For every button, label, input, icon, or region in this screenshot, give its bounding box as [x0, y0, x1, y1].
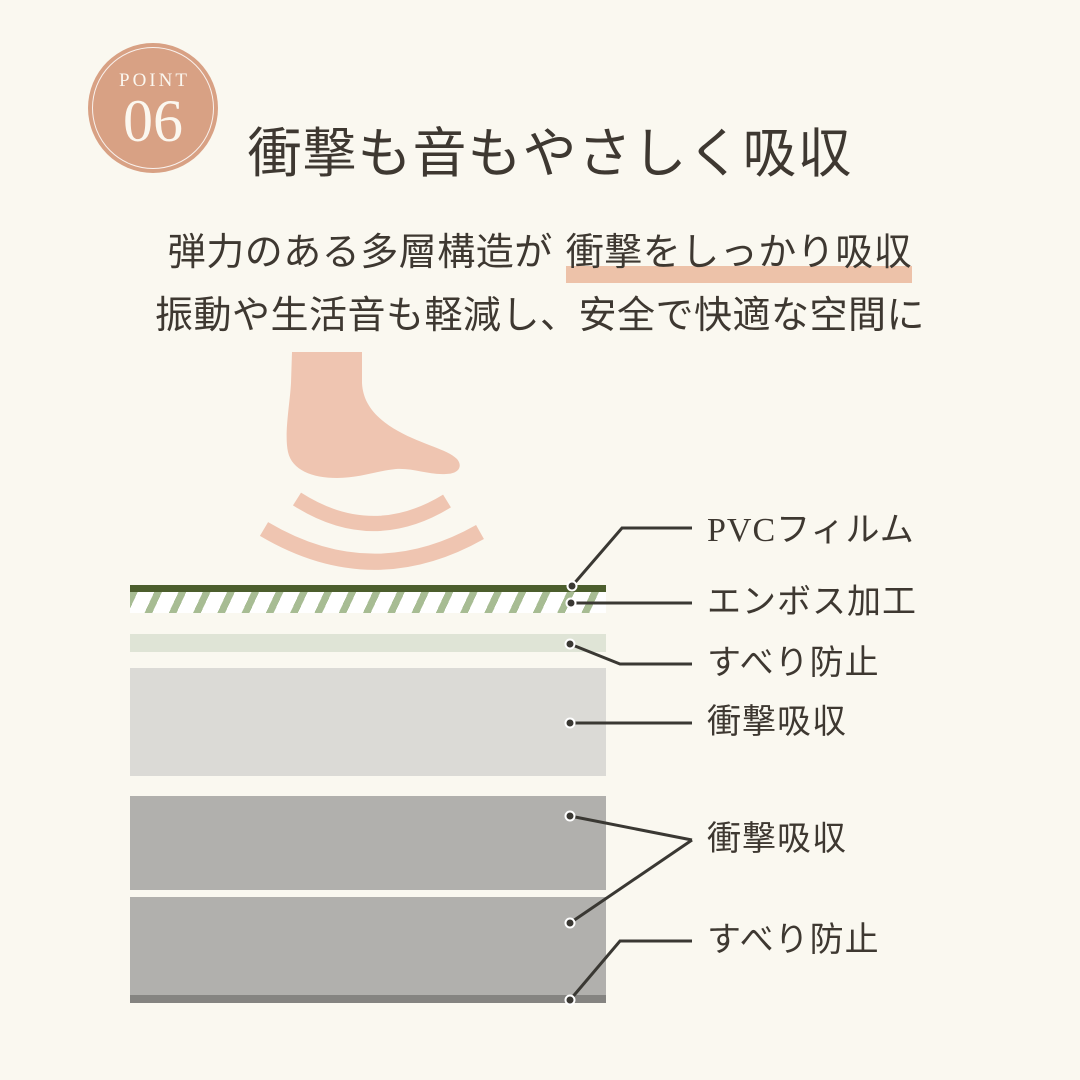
- label-anti-slip-bottom: すべり防止: [707, 922, 880, 959]
- label-pvc-film: PVCフィルム: [707, 512, 915, 549]
- subtitle-line-2: 振動や生活音も軽減し、安全で快適な空間に: [154, 295, 925, 337]
- label-shock-absorb-1: 衝撃吸収: [707, 704, 847, 741]
- label-emboss: エンボス加工: [707, 584, 917, 621]
- foot-shape: [286, 352, 460, 478]
- subtitle-line1-plain: 弾力のある多層構造が: [167, 232, 553, 274]
- layer-shock-absorb-3: [130, 897, 606, 995]
- label-shock-absorb-2: 衝撃吸収: [707, 821, 847, 858]
- subtitle-line1-highlighted: 衝撃をしっかり吸収: [565, 232, 913, 283]
- layer-emboss: [130, 592, 606, 613]
- foot-impact-icon: [259, 352, 484, 570]
- layer-shock-absorb-2: [130, 796, 606, 890]
- impact-wave-inner: [292, 492, 451, 531]
- badge-number: 06: [123, 88, 183, 154]
- subtitle-line-1: 弾力のある多層構造が衝撃をしっかり吸収: [0, 228, 1080, 283]
- leader-pvc-film: [570, 526, 692, 587]
- layer-anti-slip-top: [130, 634, 606, 652]
- impact-wave-outer: [259, 522, 484, 570]
- layer-shock-absorb-1: [130, 668, 606, 776]
- point-badge: POINT 06: [88, 43, 218, 173]
- page-title: 衝撃も音もやさしく吸収: [247, 124, 853, 185]
- label-anti-slip-top: すべり防止: [707, 645, 880, 682]
- layer-anti-slip-bottom: [130, 995, 606, 1003]
- layer-pvc-film: [130, 585, 606, 592]
- badge-label: POINT: [119, 70, 190, 91]
